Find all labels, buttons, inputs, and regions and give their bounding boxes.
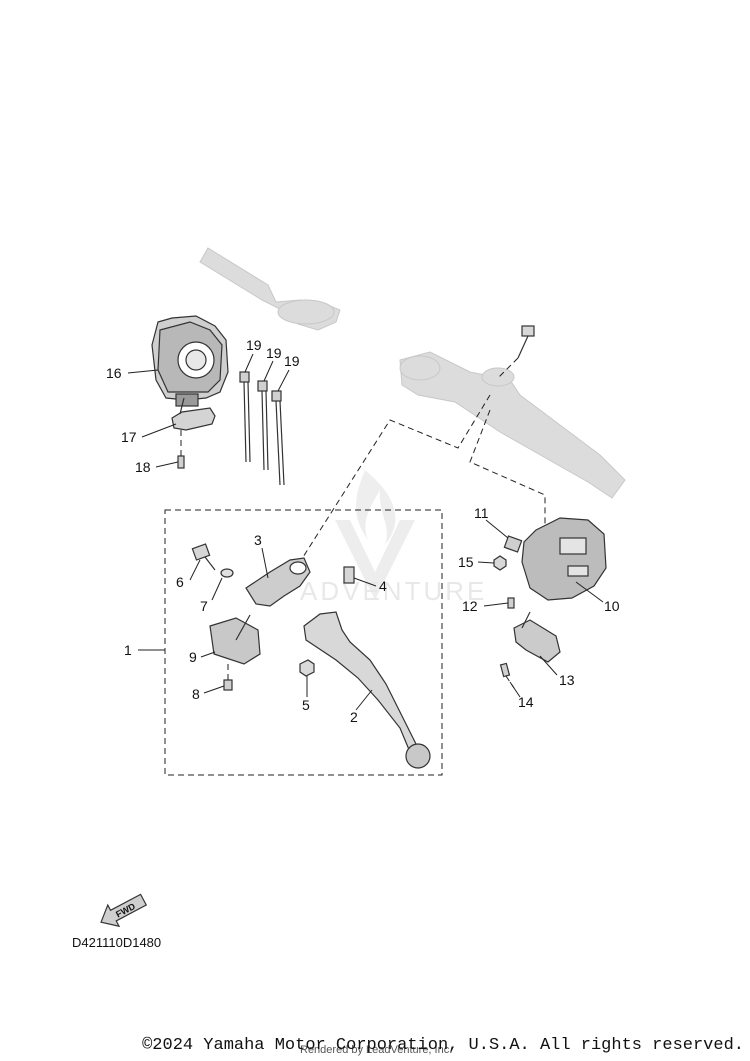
- callout-13: 13: [559, 672, 575, 688]
- lever-washer: [220, 568, 234, 578]
- handlebar-right-ghost: [399, 351, 626, 499]
- callout-16: 16: [106, 365, 122, 381]
- right-connector: [503, 535, 523, 553]
- rendered-by-text: Rendered by LeadVenture, Inc.: [300, 1044, 453, 1056]
- callout-14: 14: [518, 694, 534, 710]
- leader-lines: [127, 353, 604, 711]
- right-switch-bracket: [513, 611, 561, 663]
- clutch-lever: [303, 611, 431, 769]
- top-bolt: [497, 325, 535, 379]
- callout-15: 15: [458, 554, 474, 570]
- callout-4: 4: [379, 578, 387, 594]
- lever-assembly-box: [164, 509, 443, 776]
- left-switch-bracket: [171, 397, 216, 431]
- callout-5: 5: [302, 697, 310, 713]
- callout-19-c: 19: [284, 353, 300, 369]
- cable-tie-b: [257, 380, 269, 471]
- lever-adjuster: [343, 566, 355, 584]
- cable-ties: [239, 371, 285, 486]
- callout-19-a: 19: [246, 337, 262, 353]
- diagram-code: D421110D1480: [72, 935, 162, 950]
- watermark-logo: ADVENTURE: [300, 470, 487, 606]
- connection-lines: [297, 394, 546, 566]
- callout-18: 18: [135, 459, 151, 475]
- right-switch-housing: [521, 517, 607, 601]
- callout-1: 1: [124, 642, 132, 658]
- left-switch-housing: [151, 315, 229, 407]
- cable-tie-a: [239, 371, 251, 463]
- callout-labels: 16 17 18 19 19 19 1 3 6 7 4 9 8 5 2 11 1…: [106, 337, 620, 725]
- switch-screw: [223, 664, 233, 691]
- watermark-text: ADVENTURE: [300, 576, 487, 606]
- callout-11: 11: [474, 505, 489, 521]
- lever-bracket: [245, 557, 311, 607]
- left-screw: [177, 430, 185, 469]
- callout-8: 8: [192, 686, 200, 702]
- callout-10: 10: [604, 598, 620, 614]
- callout-6: 6: [176, 574, 184, 590]
- fwd-arrow-icon: FWD: [100, 893, 148, 928]
- callout-9: 9: [189, 649, 197, 665]
- callout-7: 7: [200, 598, 208, 614]
- right-screw-upper: [507, 597, 515, 609]
- callout-12: 12: [462, 598, 478, 614]
- right-nut: [493, 555, 507, 571]
- copyright-text: ©2024 Yamaha Motor Corporation, U.S.A. A…: [142, 1036, 744, 1055]
- callout-17: 17: [121, 429, 137, 445]
- callout-3: 3: [254, 532, 262, 548]
- clutch-switch: [209, 614, 261, 665]
- lever-nut: [299, 659, 315, 677]
- handlebar-left-ghost: [199, 247, 341, 331]
- callout-19-b: 19: [266, 345, 282, 361]
- callout-2: 2: [350, 709, 358, 725]
- lever-bolt: [191, 543, 216, 571]
- cable-tie-c: [271, 390, 285, 486]
